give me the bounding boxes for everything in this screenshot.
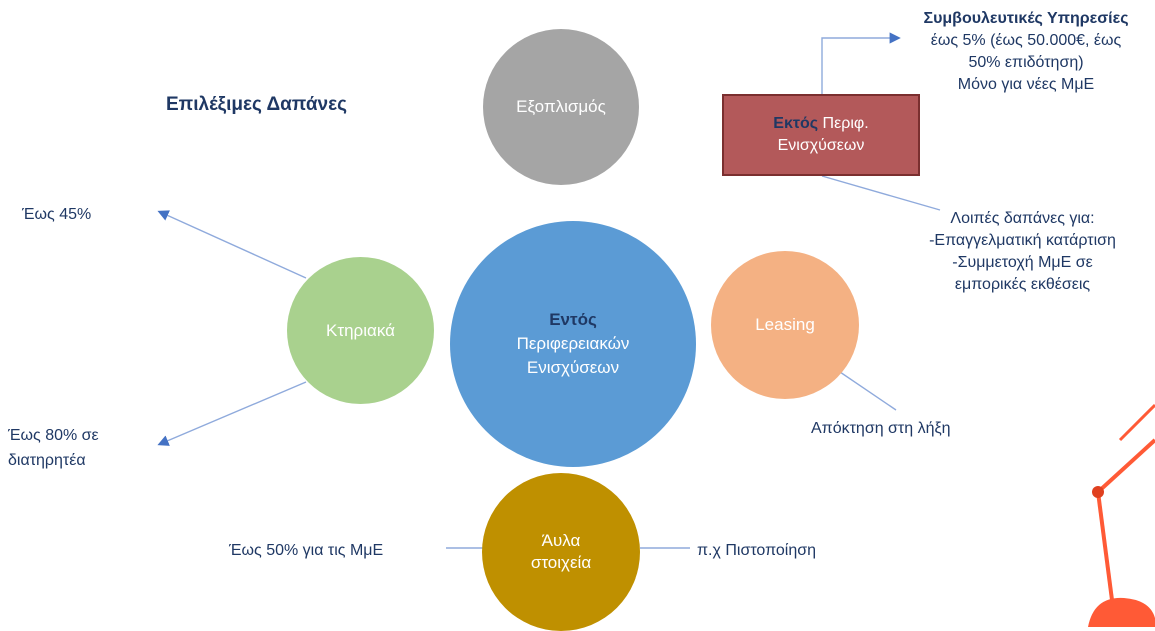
- other-costs-line3: -Συμμετοχή ΜμΕ σε: [952, 254, 1093, 271]
- box-label-rest: Περιφ.: [818, 115, 869, 132]
- leasing-connector: [839, 371, 897, 411]
- center-circle: Εντός Περιφερειακών Ενισχύσεων: [450, 221, 696, 467]
- outside-regional-aid-box: Εκτός Περιφ. Ενισχύσεων: [722, 94, 920, 176]
- leasing-label: Leasing: [755, 315, 815, 334]
- buildings-circle: Κτηριακά: [287, 257, 434, 404]
- buildings-upper-arrow: [157, 210, 307, 279]
- intangible-circle: Άυλα στοιχεία: [482, 473, 640, 631]
- consulting-text-block: Συμβουλευτικές Υπηρεσίες έως 5% (έως 50.…: [900, 8, 1152, 96]
- intangible-label-line2: στοιχεία: [530, 553, 592, 572]
- intangible-note-right: π.χ Πιστοποίηση: [697, 542, 817, 559]
- center-label-bold: Εντός: [549, 310, 597, 329]
- buildings-note-bottom-1: Έως 80% σε: [8, 427, 99, 444]
- consulting-line3: Μόνο για νέες ΜμΕ: [957, 76, 1095, 93]
- page-title: Επιλέξιμες Δαπάνες: [166, 94, 347, 115]
- center-label-line3: Ενισχύσεων: [526, 358, 620, 377]
- consulting-line2: 50% επιδότηση): [968, 54, 1084, 71]
- leasing-circle: Leasing: [711, 251, 859, 399]
- box-to-consulting-arrow: [821, 32, 901, 94]
- box-label-line2: Ενισχύσεων: [777, 137, 865, 154]
- lamp-illustration: [1088, 403, 1155, 627]
- other-costs-line1: Λοιπές δαπάνες για:: [950, 210, 1095, 227]
- intangible-label-line1: Άυλα: [541, 531, 581, 550]
- equipment-circle: Εξοπλισμός: [483, 29, 639, 185]
- leasing-note: Απόκτηση στη λήξη: [811, 420, 951, 437]
- buildings-note-top: Έως 45%: [22, 206, 92, 223]
- consulting-line1: έως 5% (έως 50.000€, έως: [930, 32, 1122, 49]
- other-costs-line2: -Επαγγελματική κατάρτιση: [929, 232, 1116, 249]
- buildings-note-bottom-2: διατηρητέα: [8, 452, 86, 469]
- other-costs-line4: εμπορικές εκθέσεις: [954, 276, 1091, 293]
- intangible-note-left: Έως 50% για τις ΜμΕ: [229, 542, 384, 559]
- consulting-title: Συμβουλευτικές Υπηρεσίες: [923, 10, 1129, 27]
- buildings-label: Κτηριακά: [326, 320, 395, 340]
- box-line1: Εκτός Περιφ.: [773, 113, 868, 135]
- buildings-lower-arrow: [157, 381, 307, 446]
- center-label-line2: Περιφερειακών: [516, 334, 630, 353]
- equipment-label: Εξοπλισμός: [516, 97, 606, 116]
- other-costs-text-block: Λοιπές δαπάνες για: -Επαγγελματική κατάρ…: [895, 208, 1150, 296]
- box-label-bold: Εκτός: [773, 115, 819, 132]
- box-to-other-costs-connector: [821, 175, 941, 211]
